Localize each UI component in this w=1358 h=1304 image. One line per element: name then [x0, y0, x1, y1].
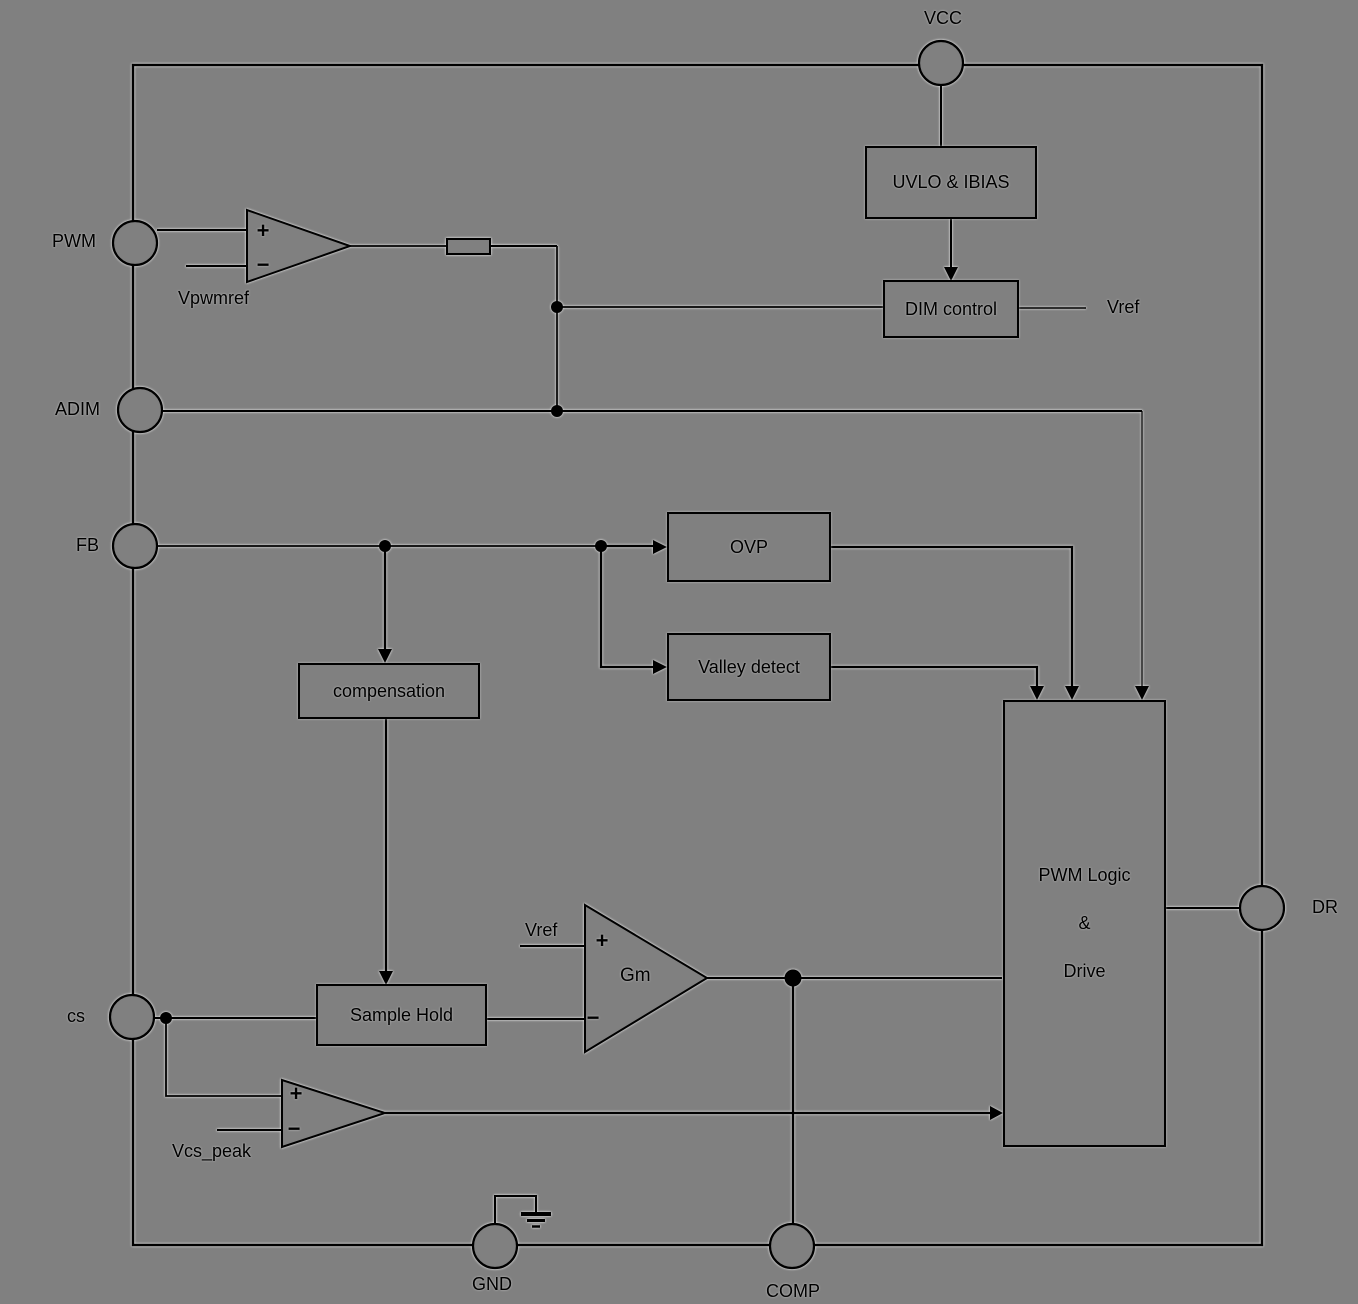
block-pwm-logic-line3: Drive	[1063, 961, 1106, 981]
pin-label-pwm: PWM	[52, 231, 96, 251]
pin-circle-fb	[111, 522, 159, 570]
arrowheads	[378, 267, 1149, 1120]
block-compensation: compensation	[298, 663, 480, 719]
label-gm: Gm	[620, 965, 651, 986]
block-dim-control-label: DIM control	[904, 298, 998, 319]
wire-valley-out	[831, 665, 1039, 686]
pwm-comparator-plus-sign: +	[256, 218, 270, 243]
arrow-into-compensation	[378, 649, 392, 663]
arrow-ovp-into-pwmlogic	[1065, 686, 1079, 700]
block-pwm-logic-drive: PWM Logic & Drive	[1003, 700, 1166, 1147]
wire-cs-branch	[165, 1018, 282, 1097]
ground-icon	[494, 1195, 551, 1228]
cs-comparator-plus-sign: +	[289, 1081, 303, 1106]
label-vref-gm: Vref	[525, 920, 558, 940]
gm-amp-triangle	[584, 903, 709, 1054]
junction-dot	[551, 301, 563, 313]
label-vref-out: Vref	[1107, 297, 1140, 317]
pin-circle-cs	[108, 993, 156, 1041]
pin-label-comp: COMP	[766, 1281, 820, 1301]
chip-border	[131, 63, 1264, 1247]
pin-circle-adim	[116, 386, 164, 434]
pin-label-fb: FB	[76, 535, 100, 555]
arrow-into-sample-hold	[379, 971, 393, 985]
gm-amp-plus-sign: +	[595, 928, 609, 953]
arrow-into-valley	[653, 660, 667, 674]
resistor	[446, 238, 491, 255]
pin-label-dr: DR	[1312, 897, 1338, 917]
block-valley-detect-label: Valley detect	[698, 656, 800, 677]
label-vcs-peak: Vcs_peak	[172, 1141, 252, 1161]
junction-dot	[379, 540, 391, 552]
block-sample-hold-label: Sample Hold	[349, 1004, 454, 1025]
junction-dots	[160, 301, 802, 1024]
cs-comparator-triangle	[281, 1078, 389, 1149]
pwm-comparator-triangle	[246, 208, 354, 284]
pin-circle-pwm	[111, 219, 159, 267]
block-pwm-logic-line2: &	[1078, 913, 1091, 933]
arrow-into-ovp	[653, 540, 667, 554]
pwm-comparator-minus-sign: −	[256, 252, 270, 277]
arrow-into-dim-control	[944, 267, 958, 281]
pin-label-adim: ADIM	[55, 399, 100, 419]
pin-circle-gnd	[471, 1222, 519, 1270]
wire-fb-to-valley	[599, 546, 653, 669]
block-sample-hold: Sample Hold	[316, 984, 487, 1046]
block-uvlo-ibias-label: UVLO & IBIAS	[892, 172, 1010, 192]
gm-amp-minus-sign: −	[586, 1005, 600, 1030]
pin-label-vcc: VCC	[923, 8, 963, 28]
junction-dot	[551, 405, 563, 417]
block-valley-detect: Valley detect	[667, 633, 831, 701]
arrow-adim-into-pwmlogic	[1135, 686, 1149, 700]
junction-dot	[595, 540, 607, 552]
wire-ovp-out	[831, 545, 1074, 686]
pin-circle-vcc	[917, 39, 965, 87]
junction-dot	[160, 1012, 172, 1024]
pin-circle-dr	[1238, 884, 1286, 932]
junction-dot	[784, 969, 802, 987]
label-vpwmref: Vpwmref	[178, 288, 250, 308]
block-uvlo-ibias: UVLO & IBIAS	[865, 146, 1037, 219]
cs-comparator-minus-sign: −	[287, 1116, 301, 1141]
block-pwm-logic-line1: PWM Logic	[1038, 865, 1131, 885]
pin-circle-comp	[768, 1222, 816, 1270]
arrow-valley-into-pwmlogic	[1030, 686, 1044, 700]
arrow-cscomp-into-pwmlogic	[990, 1106, 1003, 1120]
pin-label-cs: cs	[67, 1006, 85, 1026]
pin-circles	[108, 39, 1286, 1270]
pin-label-gnd: GND	[472, 1274, 512, 1294]
block-dim-control: DIM control	[883, 280, 1019, 338]
block-ovp: OVP	[667, 512, 831, 582]
block-compensation-label: compensation	[332, 680, 446, 701]
block-ovp-label: OVP	[729, 536, 768, 557]
